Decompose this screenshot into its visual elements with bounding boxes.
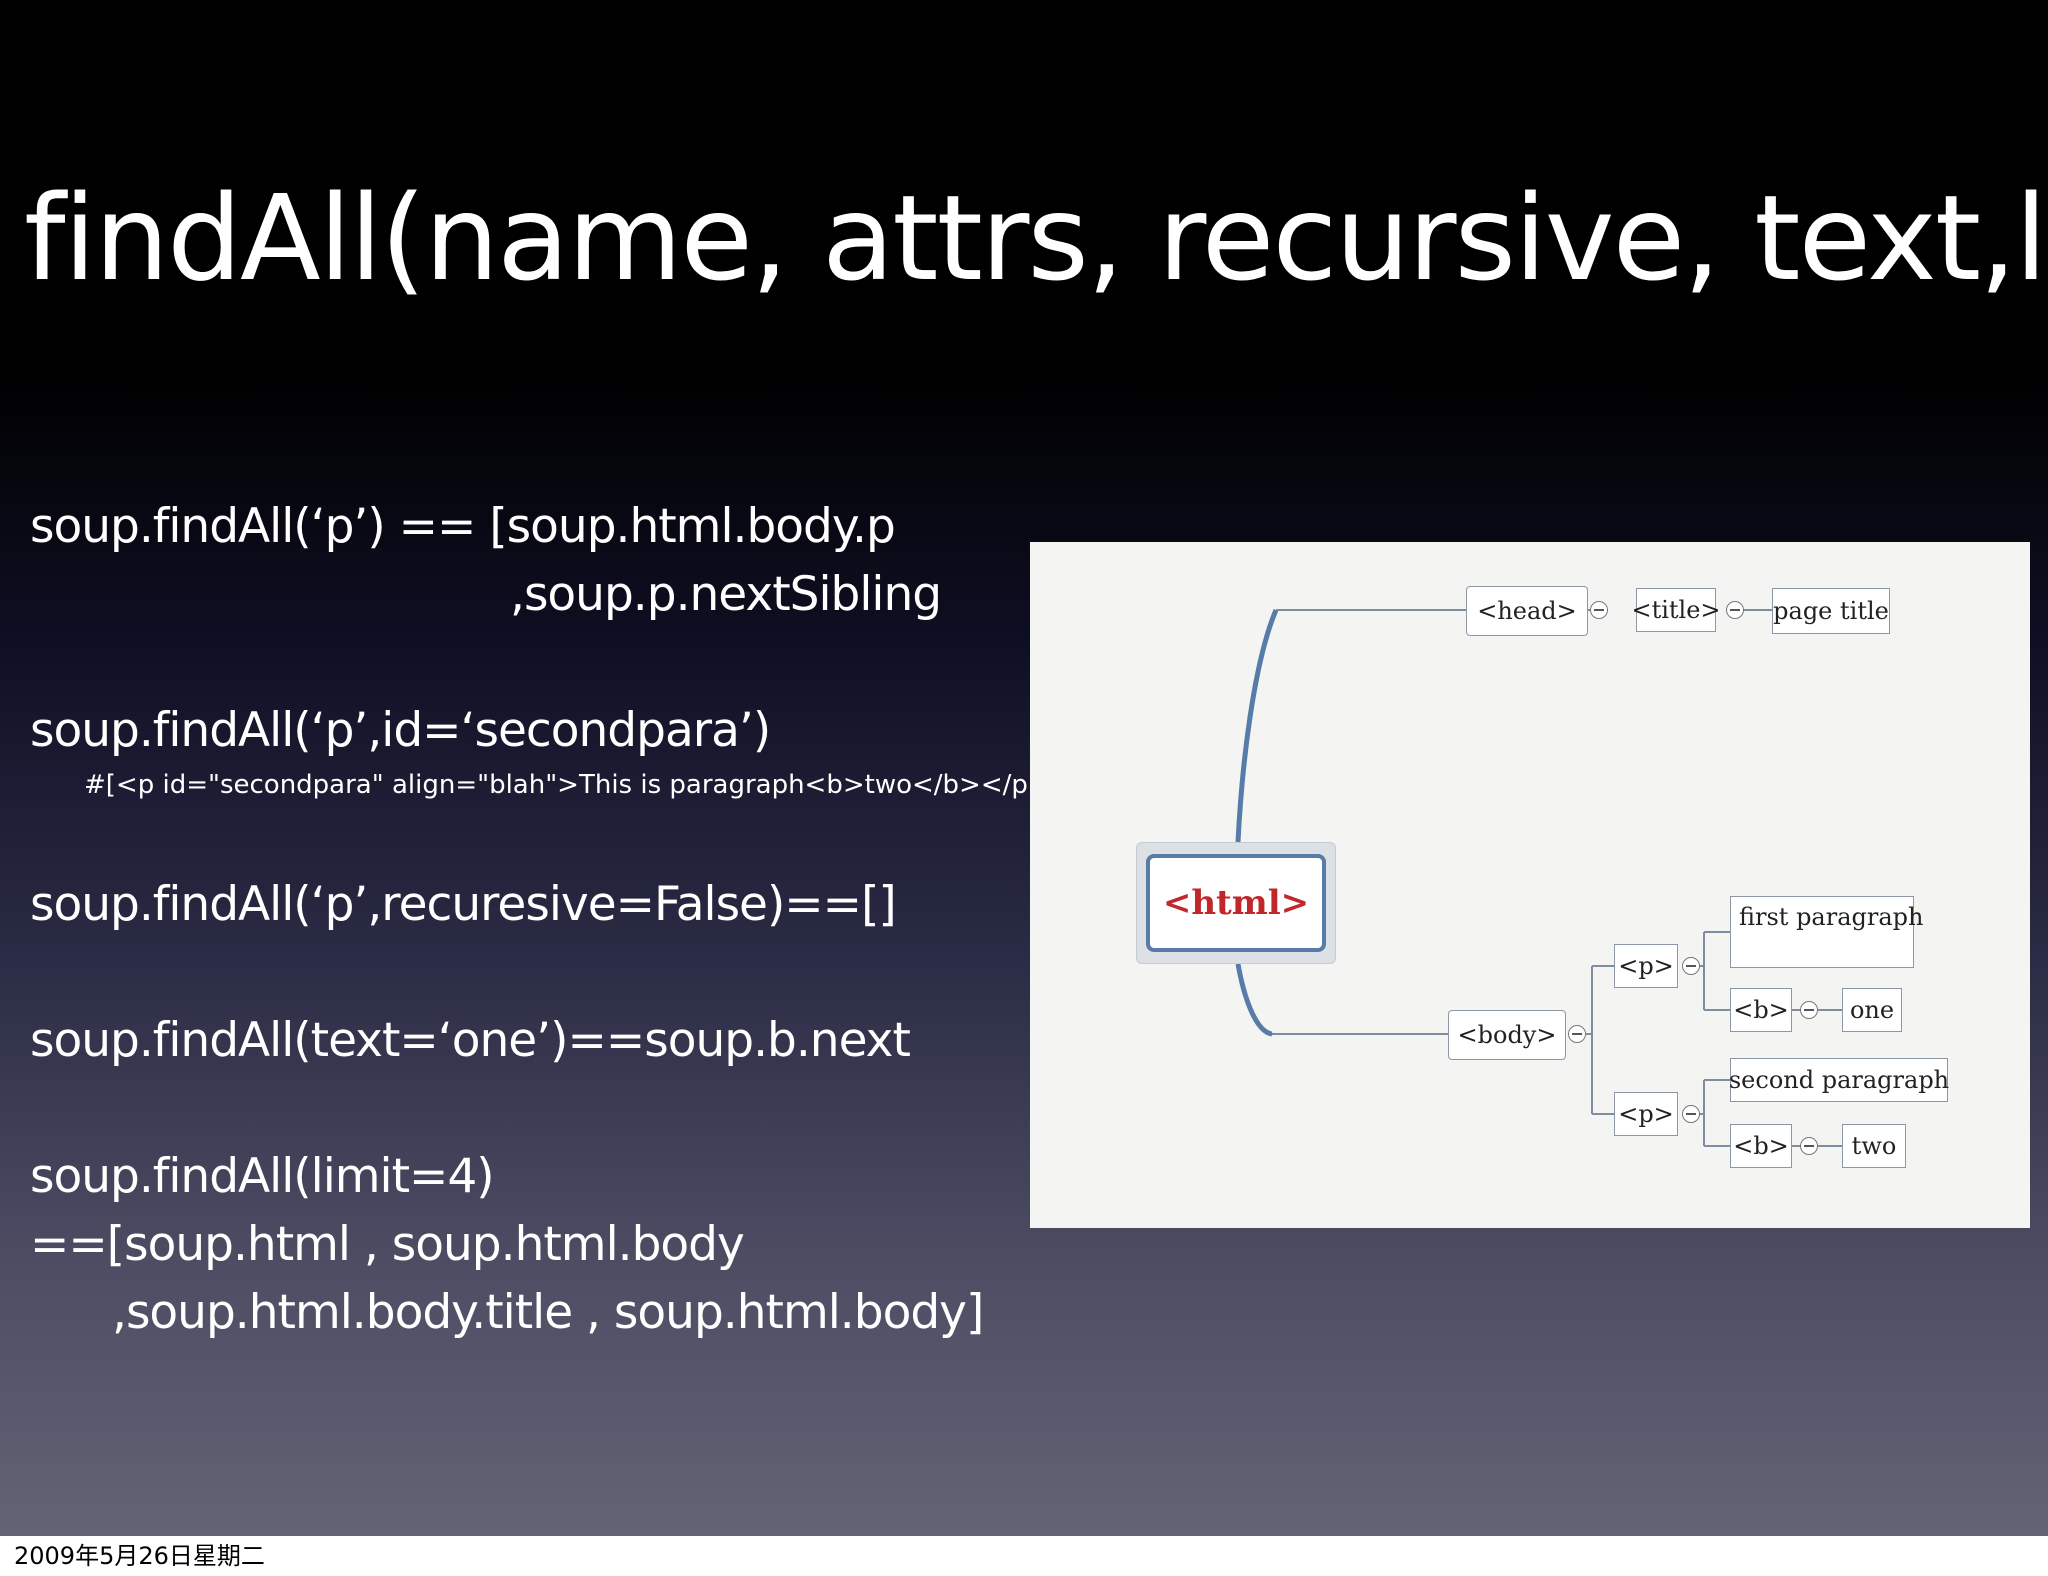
html-root-node: <html> — [1146, 854, 1326, 952]
code-comment: #[<p id="secondpara" align="blah">This i… — [84, 770, 1060, 800]
collapse-toggle-icon — [1726, 601, 1744, 619]
code-line-7: ==[soup.html , soup.html.body — [30, 1217, 745, 1272]
title-tag-node: <title> — [1631, 588, 1721, 632]
p-node-1: <p> — [1614, 944, 1678, 988]
collapse-toggle-icon — [1800, 1137, 1818, 1155]
collapse-toggle-icon — [1682, 1105, 1700, 1123]
collapse-toggle-icon — [1800, 1001, 1818, 1019]
p-node-2: <p> — [1614, 1092, 1678, 1136]
two-node: two — [1842, 1124, 1906, 1168]
b-node-1: <b> — [1730, 988, 1792, 1032]
slide-title: findAll(name, attrs, recursive, text,lim… — [24, 169, 2048, 307]
first-paragraph-node: first paragraph — [1730, 896, 1924, 968]
page-title-node: page title — [1772, 588, 1890, 634]
collapse-toggle-icon — [1682, 957, 1700, 975]
b-node-2: <b> — [1730, 1124, 1792, 1168]
one-node: one — [1842, 988, 1902, 1032]
code-line-4: soup.findAll(‘p’,recuresive=False)==[] — [30, 877, 897, 932]
collapse-toggle-icon — [1590, 601, 1608, 619]
second-paragraph-node: second paragraph — [1729, 1058, 1949, 1102]
code-line-1: soup.findAll(‘p’) == [soup.html.body.p — [30, 499, 896, 554]
collapse-toggle-icon — [1568, 1025, 1586, 1043]
dom-tree-diagram: <html> <head> <title> page title <body> … — [1030, 542, 2030, 1228]
footer-date: 2009年5月26日星期二 — [14, 1542, 265, 1570]
code-line-2: ,soup.p.nextSibling — [510, 567, 942, 622]
code-line-8: ,soup.html.body.title , soup.html.body] — [112, 1285, 984, 1340]
code-line-5: soup.findAll(text=‘one’)==soup.b.next — [30, 1013, 911, 1068]
code-line-3: soup.findAll(‘p’,id=‘secondpara’) — [30, 703, 771, 758]
head-node: <head> — [1466, 586, 1588, 636]
slide: findAll(name, attrs, recursive, text,lim… — [0, 0, 2048, 1536]
code-line-6: soup.findAll(limit=4) — [30, 1149, 495, 1204]
body-node: <body> — [1448, 1010, 1566, 1060]
